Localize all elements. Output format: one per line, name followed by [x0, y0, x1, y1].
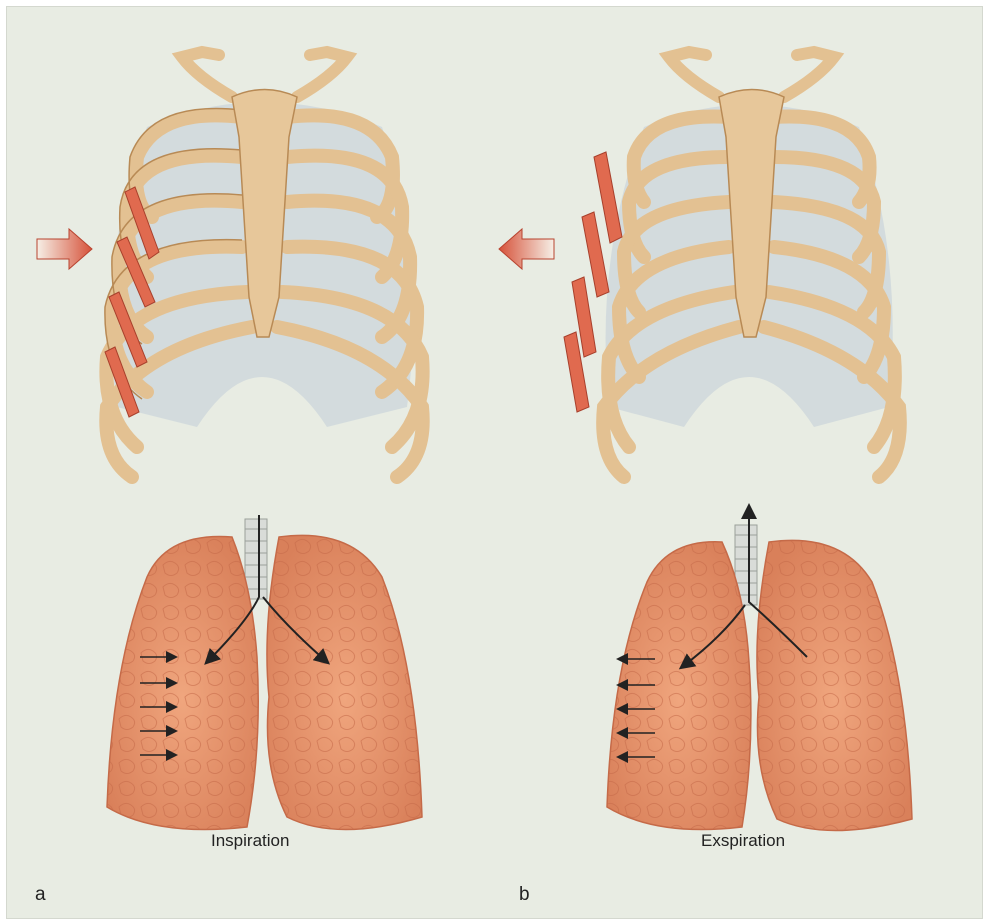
illustration [7, 7, 982, 918]
chest-contract-arrow-b [499, 229, 554, 269]
lungs-b [607, 507, 912, 831]
respiration-figure: Inspiration Exspiration a b [6, 6, 983, 919]
clavicle-left-b [669, 52, 719, 97]
ribcage-a [37, 52, 423, 477]
lungs-a [107, 515, 422, 830]
ribcage-b [499, 52, 900, 477]
clavicle-right-b [784, 52, 834, 97]
trachea-a [245, 519, 267, 599]
clavicle-left-a [182, 52, 232, 97]
panel-label-b: b [519, 884, 530, 906]
clavicle-right-a [297, 52, 347, 97]
caption-exspiration: Exspiration [701, 831, 785, 851]
caption-inspiration: Inspiration [211, 831, 289, 851]
panel-label-a: a [35, 884, 46, 906]
chest-expand-arrow-a [37, 229, 92, 269]
